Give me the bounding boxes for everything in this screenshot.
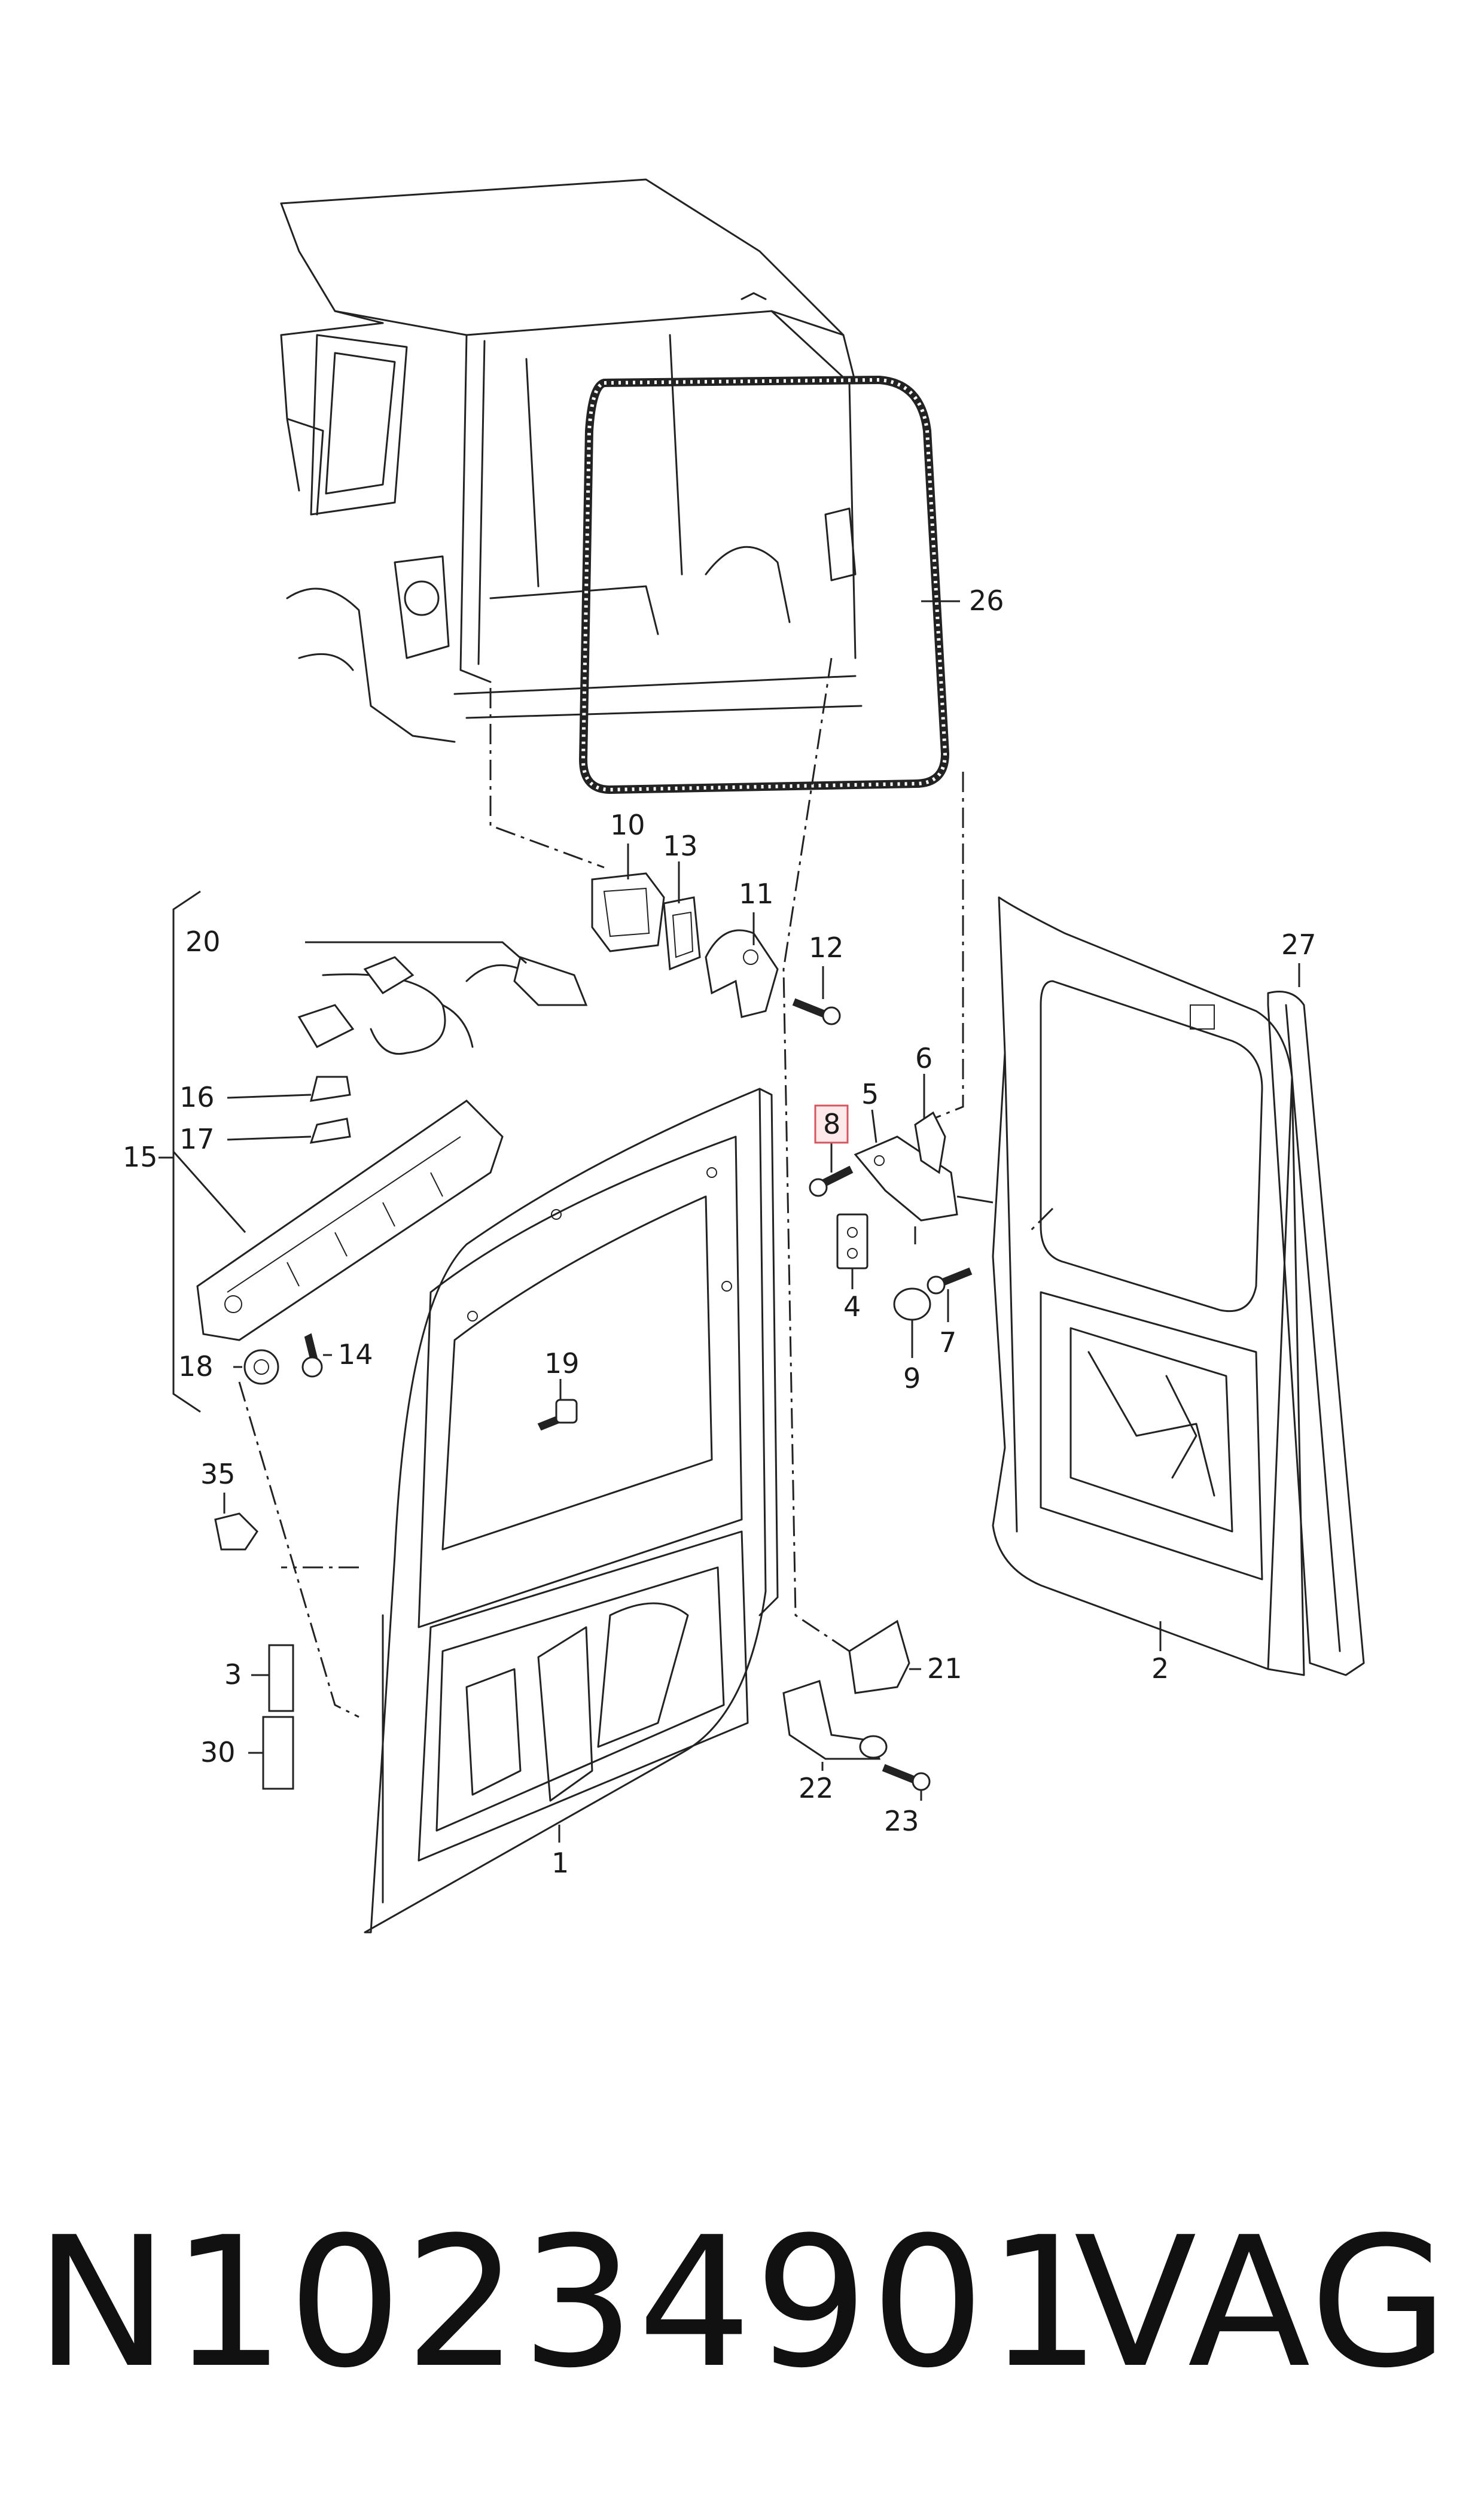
callout-30: 30 — [200, 1736, 236, 1768]
callout-1: 1 — [551, 1847, 569, 1879]
weather-strip-27 — [1267, 991, 1365, 1676]
callout-21: 21 — [927, 1652, 962, 1685]
callout-8-highlight — [814, 1104, 849, 1144]
rear-door-left-1 — [364, 1088, 779, 1934]
callout-20: 20 — [185, 925, 221, 958]
callout-26: 26 — [969, 584, 1004, 617]
callout-5: 5 — [861, 1078, 879, 1110]
callout-18: 18 — [178, 1350, 214, 1383]
callout-19: 19 — [544, 1347, 580, 1380]
door-seal-26 — [578, 375, 950, 794]
callout-2: 2 — [1151, 1652, 1169, 1685]
callout-11: 11 — [739, 878, 774, 910]
callout-35: 35 — [200, 1458, 236, 1490]
callout-6: 6 — [915, 1042, 933, 1074]
callout-9: 9 — [903, 1362, 921, 1395]
part-number: N10234901 — [35, 2199, 1104, 2407]
callout-10: 10 — [610, 809, 645, 841]
vehicle-body-illustration — [280, 178, 863, 743]
small-parts — [196, 872, 973, 1791]
callout-3: 3 — [224, 1658, 242, 1691]
callout-23: 23 — [884, 1805, 919, 1837]
footer: N10234901 VAG — [0, 2178, 1484, 2429]
rear-door-right-2 — [992, 896, 1305, 1676]
assembly-lines — [238, 657, 1054, 1718]
brand-name: VAG — [1074, 2199, 1451, 2407]
leader-lines — [159, 600, 1300, 1843]
callout-labels: 26 10 13 11 12 20 16 17 15 14 18 19 35 3… — [123, 584, 1317, 1879]
callout-17: 17 — [179, 1123, 215, 1155]
callout-8: 8 — [823, 1108, 840, 1140]
callout-22: 22 — [799, 1772, 834, 1804]
callout-12: 12 — [809, 931, 844, 964]
callout-27: 27 — [1281, 928, 1317, 961]
callout-14: 14 — [338, 1338, 373, 1371]
callout-4: 4 — [843, 1290, 861, 1323]
exploded-parts-diagram: 26 10 13 11 12 20 16 17 15 14 18 19 35 3… — [123, 178, 1365, 1934]
callout-7: 7 — [939, 1326, 956, 1359]
callout-13: 13 — [663, 830, 698, 862]
callout-16: 16 — [179, 1081, 215, 1113]
callout-15: 15 — [123, 1141, 158, 1173]
